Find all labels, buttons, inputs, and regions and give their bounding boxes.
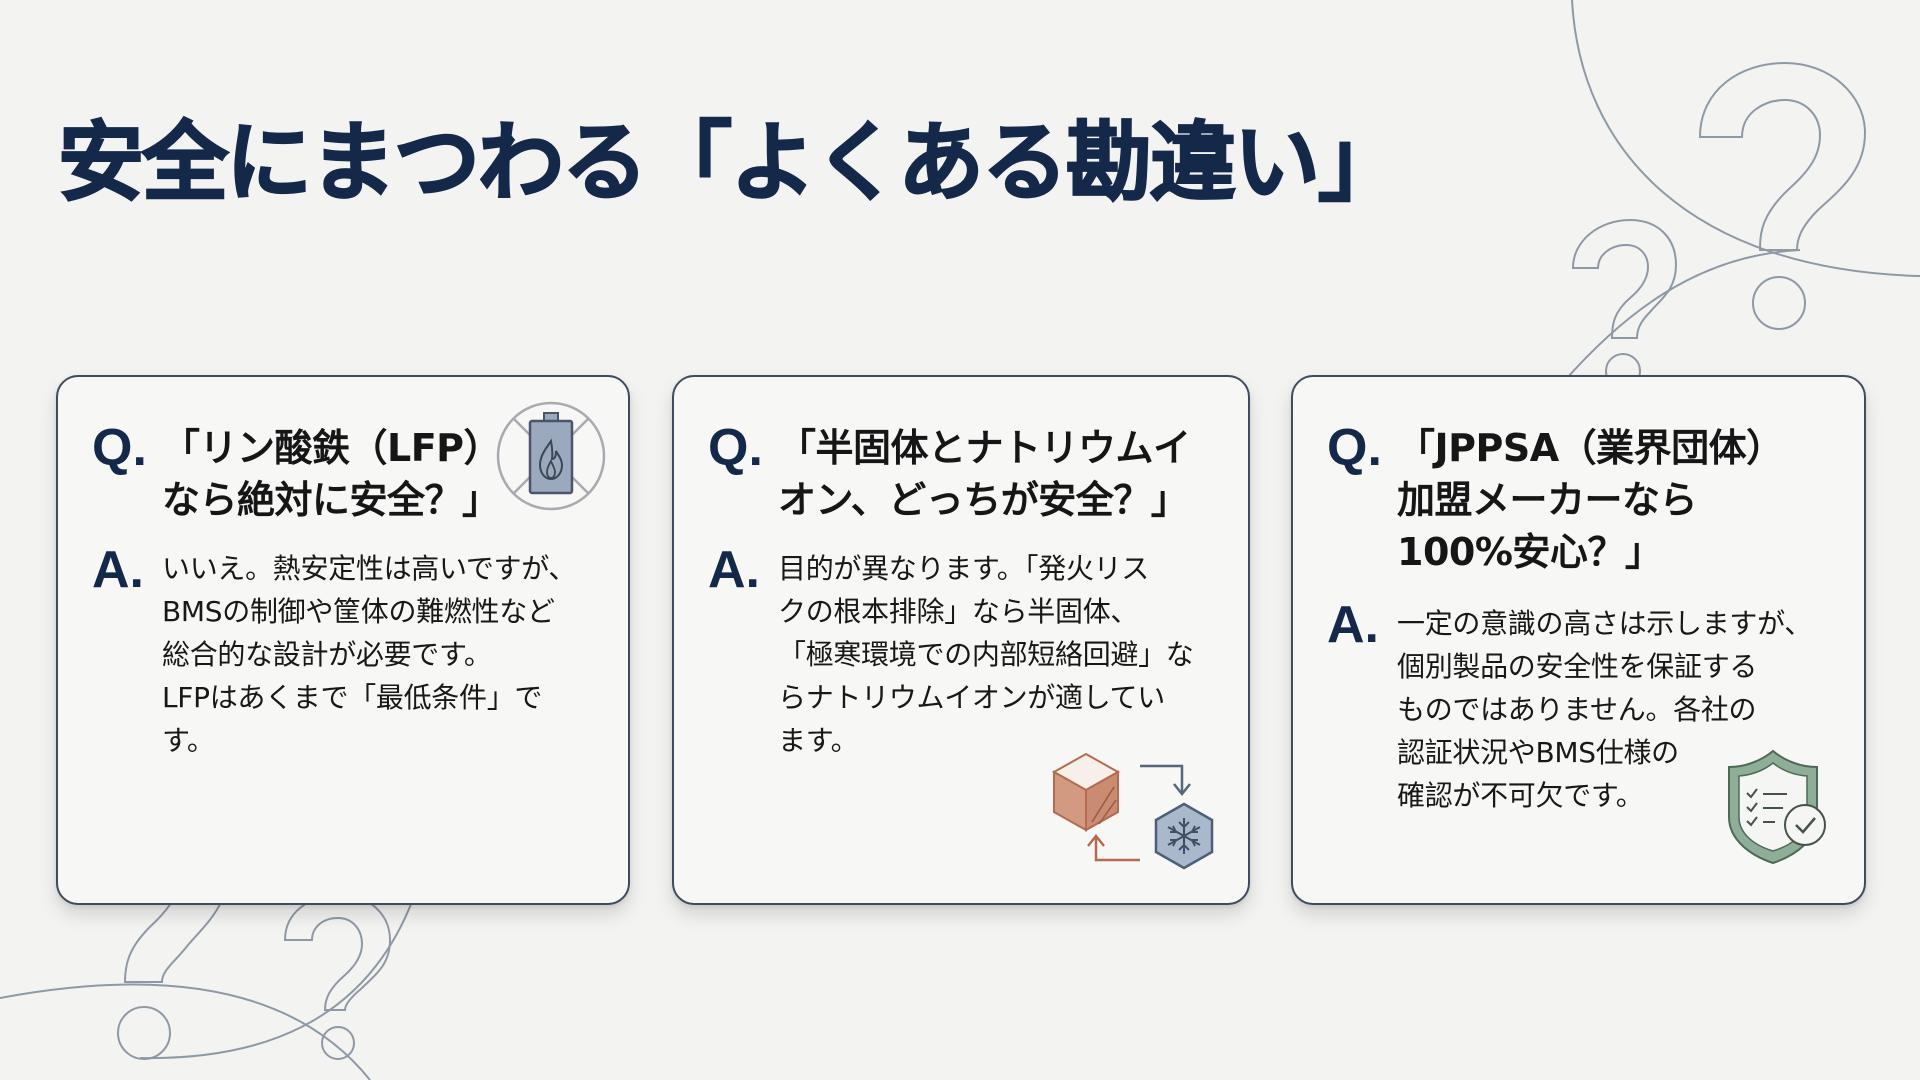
answer-line: 一定の意識の高さは示しますが、	[1397, 607, 1812, 640]
answer-block: A. 目的が異なります。「発火リス クの根本排除」なら半固体、 「極寒環境での内…	[708, 541, 1194, 762]
question-line: 加盟メーカーなら	[1397, 478, 1698, 522]
q-label: Q.	[1327, 419, 1382, 477]
cube-snowflake-cycle-icon	[1051, 752, 1214, 870]
question-line: 100%安心？」	[1397, 530, 1663, 574]
answer-line: 目的が異なります。「発火リス	[778, 552, 1150, 585]
answer-line: ものではありません。各社の	[1397, 693, 1757, 726]
battery-fire-prohibited-icon	[496, 401, 606, 511]
question-block: Q. 「リン酸鉄（LFP） なら絶対に安全？」	[92, 419, 502, 526]
question-line: 「半固体とナトリウムイ	[778, 426, 1191, 470]
question-line: 「JPPSA（業界団体）	[1397, 426, 1784, 470]
answer-line: 確認が不可欠です。	[1397, 779, 1644, 812]
answer-line: BMSの制御や筐体の難燃性など	[162, 595, 555, 628]
question-text: 「半固体とナトリウムイ オン、どっちが安全？」	[778, 422, 1191, 526]
answer-block: A. いいえ。熱安定性は高いですが、 BMSの制御や筐体の難燃性など 総合的な設…	[92, 541, 576, 762]
answer-line: LFPはあくまで「最低条件」で	[162, 681, 543, 714]
question-line: 「リン酸鉄（LFP）	[162, 426, 502, 470]
q-label: Q.	[708, 419, 763, 477]
answer-line: 総合的な設計が必要です。	[162, 638, 492, 671]
question-text: 「リン酸鉄（LFP） なら絶対に安全？」	[162, 422, 502, 526]
answer-line: 認証状況やBMS仕様の	[1397, 736, 1679, 769]
question-line: オン、どっちが安全？」	[778, 478, 1189, 522]
a-label: A.	[708, 541, 760, 599]
q-label: Q.	[92, 419, 147, 477]
question-block: Q. 「JPPSA（業界団体） 加盟メーカーなら 100%安心？」	[1327, 422, 1784, 578]
answer-line: 「極寒環境での内部短絡回避」な	[778, 638, 1194, 671]
answer-line: いいえ。熱安定性は高いですが、	[162, 552, 577, 585]
a-label: A.	[1327, 596, 1379, 654]
question-text: 「JPPSA（業界団体） 加盟メーカーなら 100%安心？」	[1397, 422, 1784, 578]
faq-card-semi-solid-vs-sodium: Q. 「半固体とナトリウムイ オン、どっちが安全？」 A. 目的が異なります。「…	[672, 375, 1250, 905]
faq-card-jppsa: Q. 「JPPSA（業界団体） 加盟メーカーなら 100%安心？」 A. 一定の…	[1291, 375, 1866, 905]
answer-text: いいえ。熱安定性は高いですが、 BMSの制御や筐体の難燃性など 総合的な設計が必…	[162, 547, 576, 762]
answer-line: クの根本排除」なら半固体、	[778, 595, 1139, 628]
answer-line: す。	[162, 724, 215, 757]
answer-text: 目的が異なります。「発火リス クの根本排除」なら半固体、 「極寒環境での内部短絡…	[778, 547, 1194, 762]
answer-line: らナトリウムイオンが適してい	[778, 681, 1165, 714]
question-line: なら絶対に安全？」	[162, 478, 500, 522]
page-title: 安全にまつわる「よくある勘違い」	[57, 112, 1405, 214]
answer-block: A. 一定の意識の高さは示しますが、 個別製品の安全性を保証する ものではありま…	[1327, 596, 1812, 817]
answer-line: 個別製品の安全性を保証する	[1397, 650, 1758, 683]
a-label: A.	[92, 541, 144, 599]
answer-text: 一定の意識の高さは示しますが、 個別製品の安全性を保証する ものではありません。…	[1397, 602, 1812, 817]
answer-line: ます。	[778, 724, 859, 757]
faq-card-lfp: Q. 「リン酸鉄（LFP） なら絶対に安全？」 A. いいえ。熱安定性は高いです…	[56, 375, 630, 905]
shield-checklist-icon	[1728, 749, 1826, 865]
question-block: Q. 「半固体とナトリウムイ オン、どっちが安全？」	[708, 422, 1191, 526]
